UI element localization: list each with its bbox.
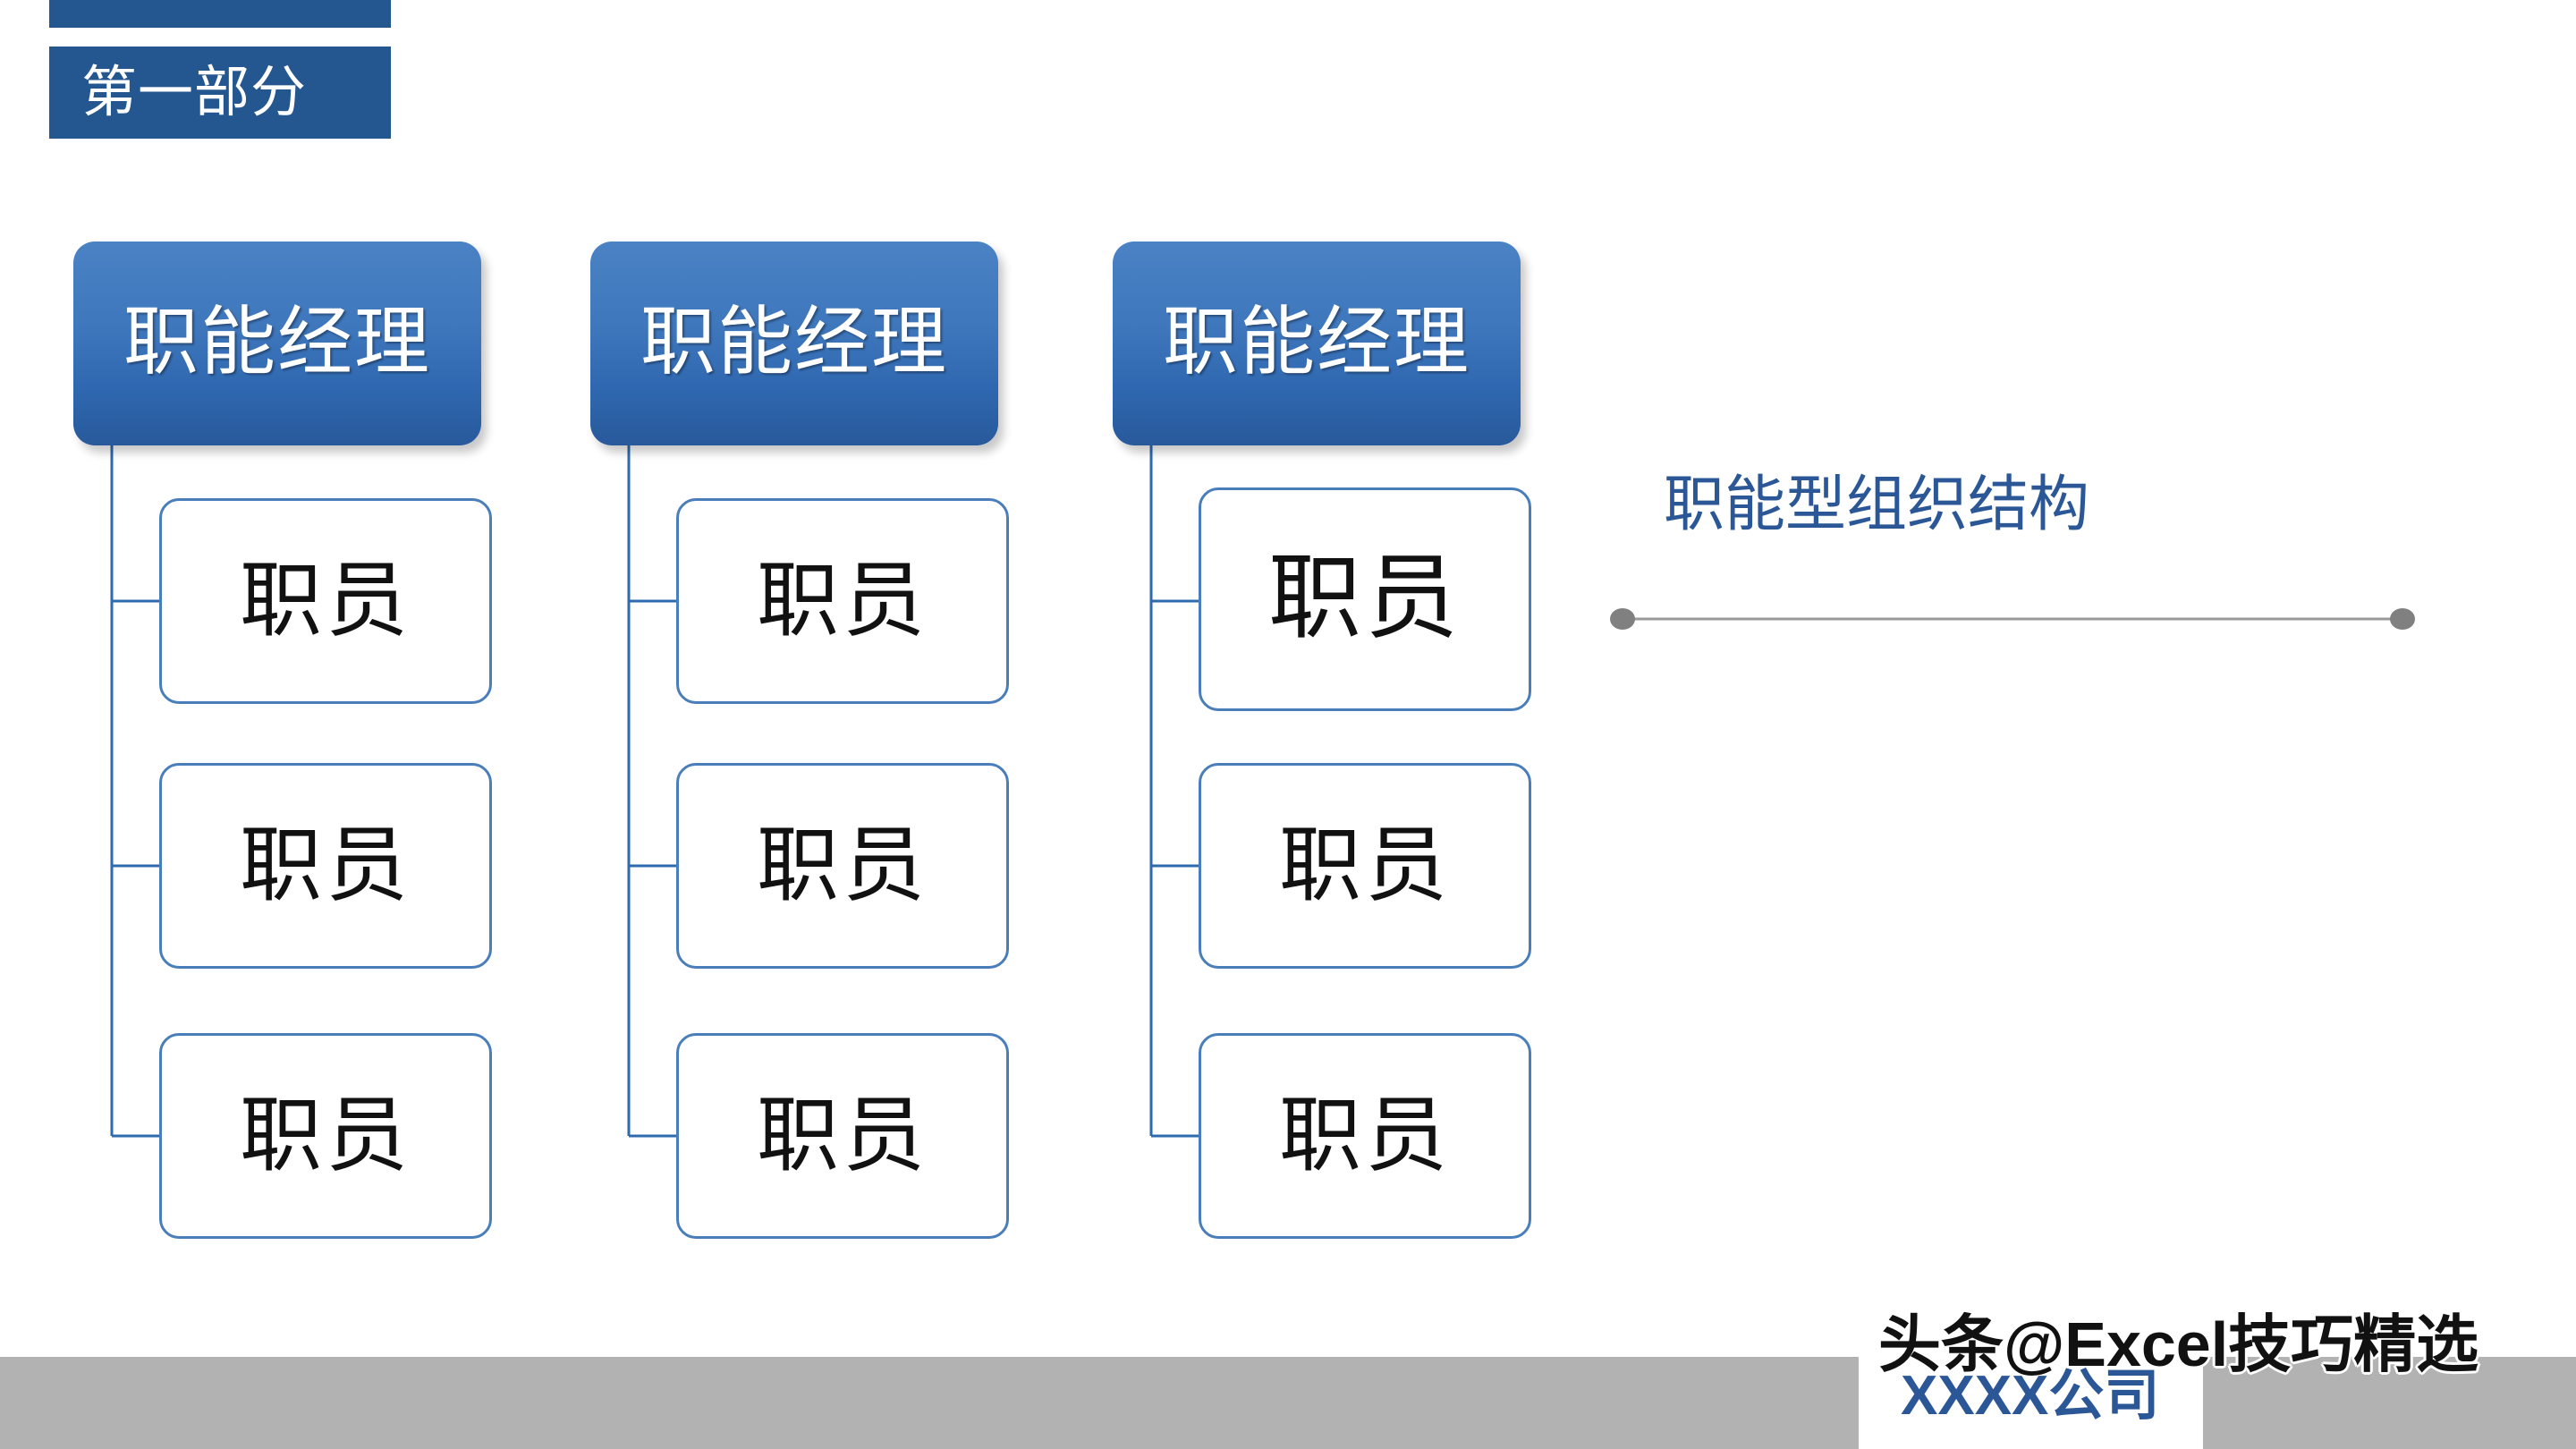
manager-box[interactable]: 职能经理 [1113, 242, 1521, 445]
company-name: XXXX公司 [1901, 1365, 2160, 1427]
staff-box[interactable]: 职员 [1199, 1033, 1531, 1239]
manager-box[interactable]: 职能经理 [73, 242, 481, 445]
staff-box[interactable]: 职员 [676, 498, 1009, 704]
org-column-2: 职能经理 职员 职员 职员 [517, 0, 1054, 1449]
staff-label: 职员 [1278, 1090, 1451, 1182]
staff-box[interactable]: 职员 [159, 763, 492, 969]
staff-label: 职员 [1278, 820, 1451, 911]
section-tag-label: 第一部分 [81, 61, 308, 123]
section-tag: 第一部分 [49, 47, 391, 139]
staff-box[interactable]: 职员 [1199, 763, 1531, 969]
staff-box[interactable]: 职员 [676, 1033, 1009, 1239]
staff-box[interactable]: 职员 [159, 498, 492, 704]
header-top-rule [49, 0, 391, 28]
staff-label: 职员 [756, 820, 928, 911]
manager-label: 职能经理 [123, 301, 431, 385]
staff-label: 职员 [239, 820, 411, 911]
org-column-1: 职能经理 职员 职员 职员 [0, 0, 537, 1449]
staff-label: 职员 [756, 555, 928, 647]
staff-box[interactable]: 职员 [159, 1033, 492, 1239]
footer-bar-left [0, 1357, 1859, 1449]
manager-box[interactable]: 职能经理 [590, 242, 998, 445]
staff-label: 职员 [1267, 547, 1462, 650]
staff-box[interactable]: 职员 [676, 763, 1009, 969]
staff-label: 职员 [239, 555, 411, 647]
manager-label: 职能经理 [640, 301, 948, 385]
org-column-3: 职能经理 职员 职员 职员 [1039, 0, 1576, 1449]
staff-label: 职员 [756, 1090, 928, 1182]
footer-bar-right [2203, 1357, 2576, 1449]
annotation-group: 职能型组织结构 [1610, 474, 2504, 635]
staff-label: 职员 [239, 1090, 411, 1182]
annotation-rule-connector [1610, 608, 2415, 630]
staff-box[interactable]: 职员 [1199, 487, 1531, 711]
manager-label: 职能经理 [1162, 301, 1470, 385]
watermark-text: 头条@Excel技巧精选 [1878, 1309, 2479, 1379]
annotation-title: 职能型组织结构 [1664, 470, 2090, 538]
